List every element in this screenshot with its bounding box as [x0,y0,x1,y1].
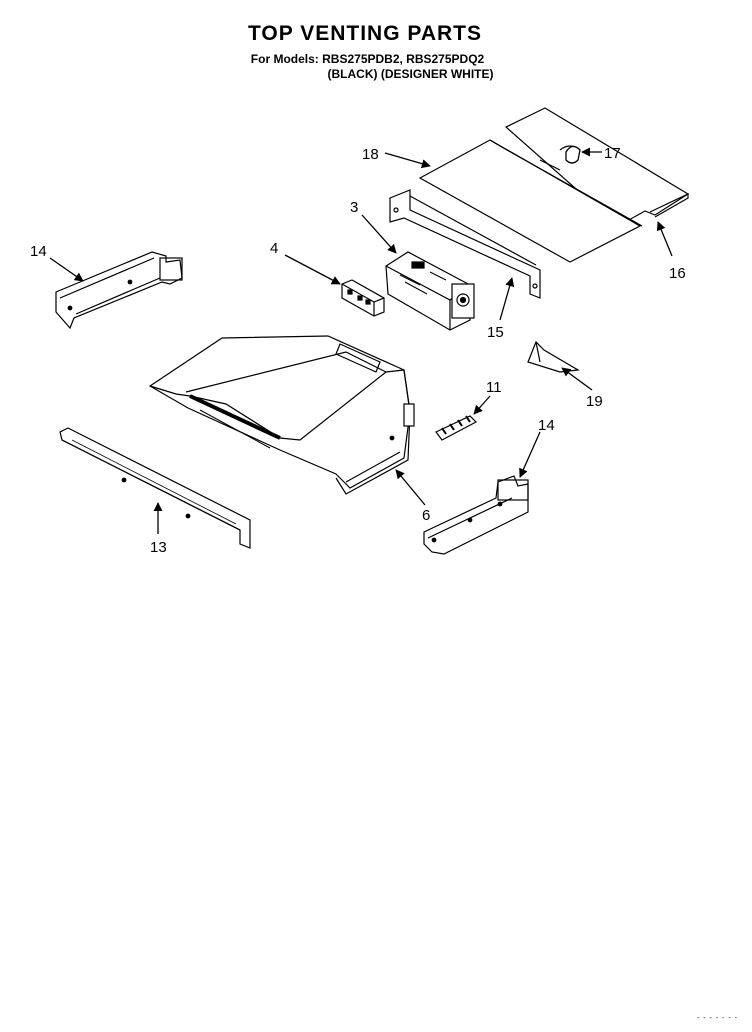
part-18-duct-plate [418,139,643,263]
diagram-title: TOP VENTING PARTS [247,22,483,45]
callout-16: 16 [669,265,686,282]
leader-16 [656,221,673,257]
part-15-bracket [389,189,541,299]
leader-14b [519,431,541,478]
callout-13: 13 [150,539,167,556]
callout-6: 6 [422,507,430,524]
part-19-bracket [527,340,580,373]
leader-4 [284,254,341,285]
callout-15: 15 [487,324,504,341]
colors-line: (BLACK) (DESIGNER WHITE) [327,67,494,81]
callout-14-right: 14 [538,417,555,434]
diagram-code: - - - - - - - [697,1015,738,1022]
leader-18 [384,152,431,169]
part-14-right-bracket [423,475,529,555]
leader-lines [49,147,673,534]
leader-6 [395,469,426,506]
callout-11: 11 [486,379,502,396]
leader-11 [473,395,491,415]
callout-4: 4 [270,240,278,257]
leader-19 [561,367,593,391]
part-17-clip [565,145,581,164]
callout-14-left: 14 [30,243,47,260]
part-14-left-bracket [55,251,183,330]
models-line: For Models: RBS275PDB2, RBS275PDQ2 [250,52,485,66]
leader-14a [49,257,84,282]
callout-3: 3 [350,199,358,216]
callout-19: 19 [586,393,603,410]
part-3-fan-motor [385,251,475,331]
part-11-strip [435,415,477,441]
part-13-front-trim [59,427,251,549]
part-6-vent-hood [148,335,415,495]
part-4-terminal-block [341,279,385,317]
callout-17: 17 [604,145,621,162]
callout-18: 18 [362,146,379,163]
leader-3 [361,214,397,254]
leader-15 [499,277,515,321]
